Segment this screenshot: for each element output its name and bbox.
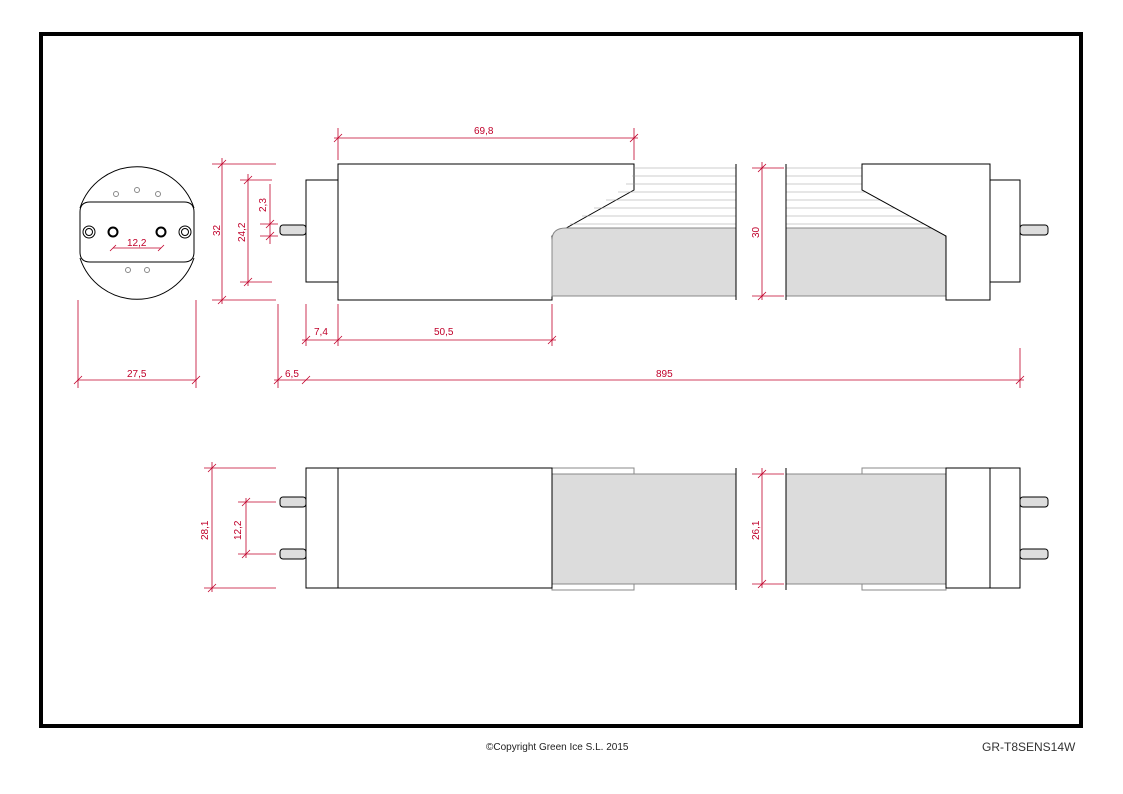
dim-height-overall: 32 [212,224,223,236]
right-end-cap [861,163,991,301]
end-view [79,166,195,300]
dim-height-inner: 24,2 [237,222,248,242]
diffuser-left [551,227,737,297]
plan-left-cap [305,467,553,589]
plan-diffuser-left [551,473,737,585]
side-view-dimensions [212,128,1025,388]
plan-view-dimensions [204,462,784,593]
plan-diffuser-right [785,473,947,585]
dim-cap-length: 69,8 [474,126,494,137]
dim-pin-length: 6,5 [285,369,299,380]
plan-right-cap [945,467,1021,589]
dim-plan-width: 28,1 [200,520,211,540]
plan-pin-top-left [279,496,307,508]
copyright-text: ©Copyright Green Ice S.L. 2015 [486,742,629,753]
end-view-dimensions [73,244,201,388]
dim-total-length: 895 [656,369,673,380]
drawing-frame [39,32,1083,728]
plan-pin-bottom-right [1019,548,1049,560]
dim-pin-diameter: 2,3 [258,198,269,212]
dim-end-diameter: 27,5 [127,369,147,380]
pin-right-side [1019,224,1049,236]
pin-left-side [279,224,307,236]
diffuser-right [785,227,947,297]
dim-plan-tube-width: 26,1 [751,520,762,540]
dim-plan-pin-spacing: 12,2 [233,520,244,540]
side-view [279,163,1049,301]
dim-cap-body: 50,5 [434,327,454,338]
screw-right-icon [178,225,192,239]
dim-cap-side: 7,4 [314,327,328,338]
plan-pin-top-right [1019,496,1049,508]
screw-left-icon [82,225,96,239]
plan-pin-bottom-left [279,548,307,560]
dim-tube-height: 30 [751,226,762,238]
pin-left-icon [107,226,119,238]
plan-view [279,467,1049,591]
pin-right-icon [155,226,167,238]
dim-end-pin-spacing: 12,2 [127,238,147,249]
product-code: GR-T8SENS14W [982,740,1076,754]
